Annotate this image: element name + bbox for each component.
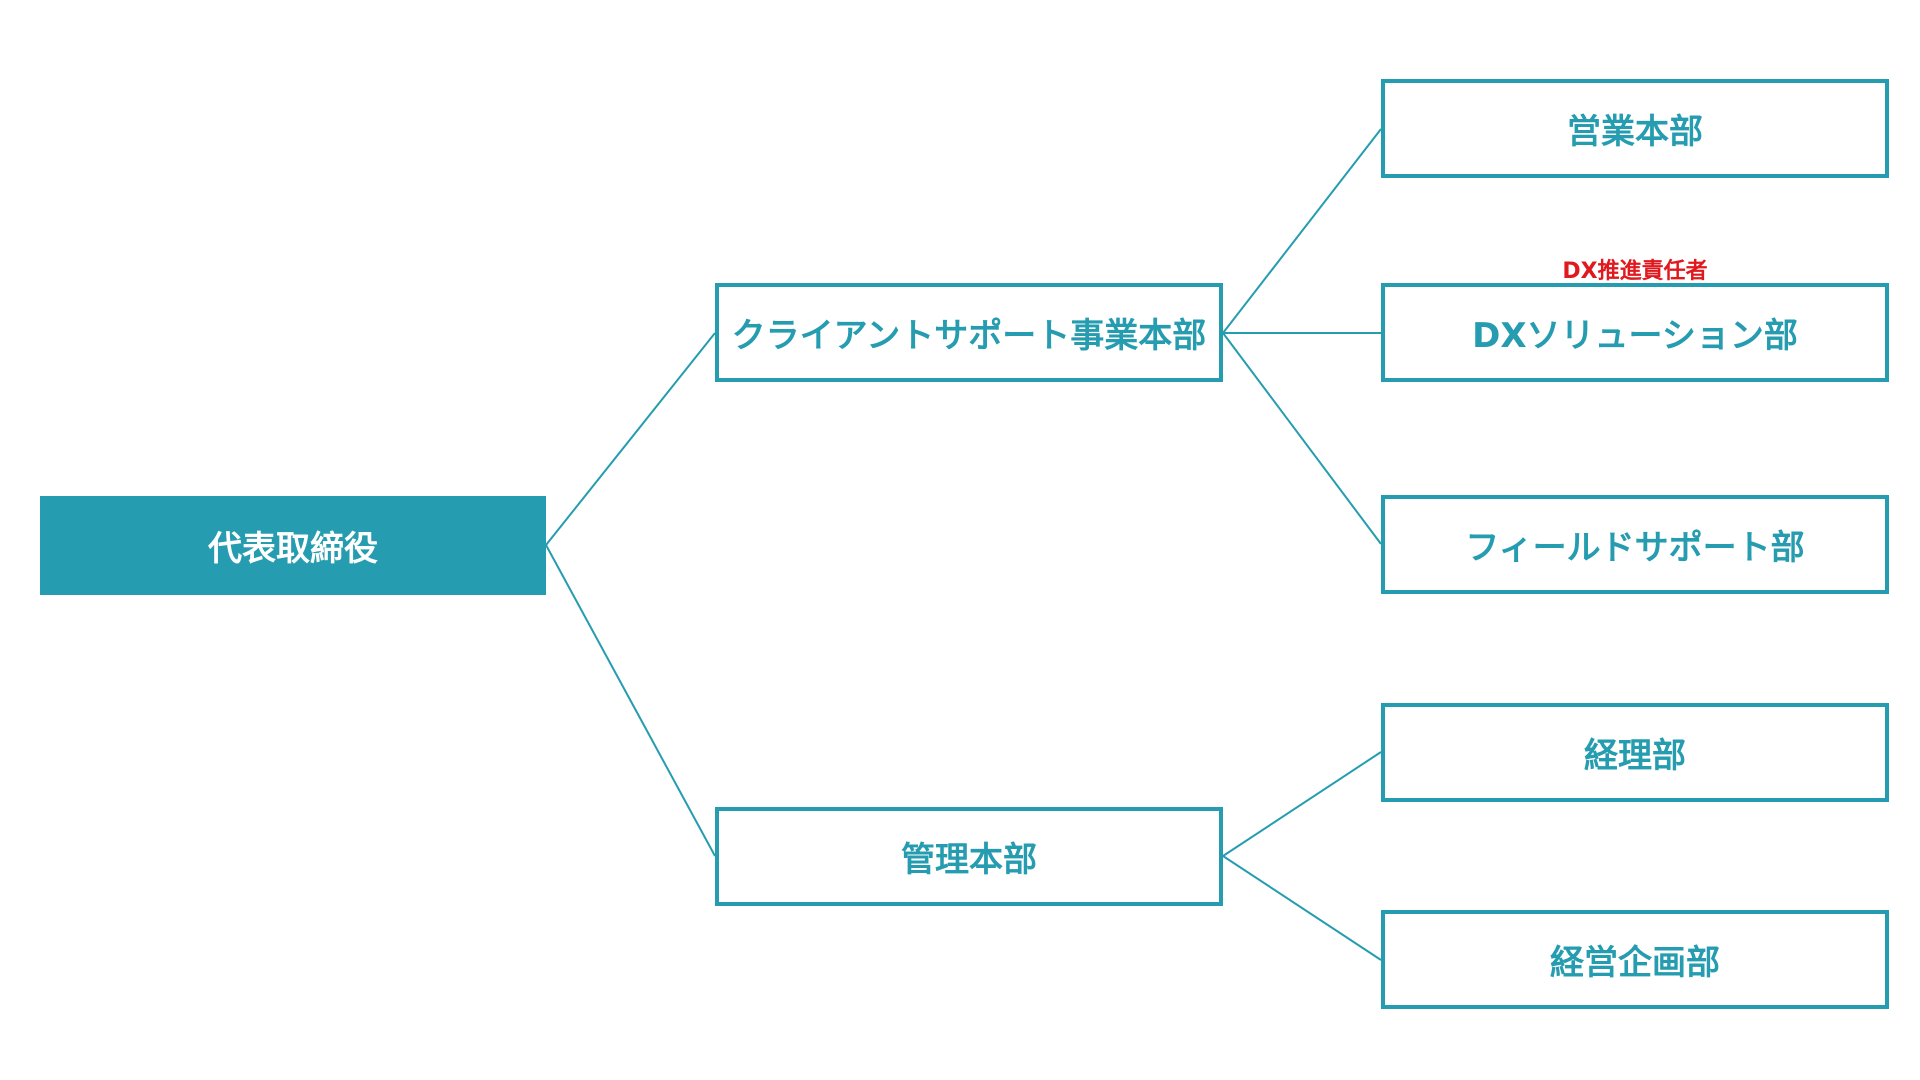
annotation-label: DX推進責任者 (1562, 259, 1708, 284)
connector-root-to-admin (545, 544, 716, 857)
department-node-corporate-planning: 経営企画部 (1381, 910, 1889, 1009)
division-node-administration: 管理本部 (715, 807, 1223, 906)
department-node-sales: 営業本部 (1381, 79, 1889, 178)
division-label: クライアントサポート事業本部 (731, 316, 1207, 356)
connector-root-to-client-support (545, 332, 716, 546)
department-label: フィールドサポート部 (1465, 528, 1805, 568)
connector-client-support-to-field (1222, 332, 1382, 545)
dx-promotion-officer-note: DX推進責任者 (1381, 253, 1889, 285)
root-node-label: 代表取締役 (208, 529, 378, 569)
division-node-client-support: クライアントサポート事業本部 (715, 283, 1223, 382)
department-label: 経理部 (1584, 736, 1686, 776)
connector-admin-to-accounting (1222, 751, 1382, 857)
department-label: 経営企画部 (1550, 943, 1720, 983)
connector-client-support-to-sales (1222, 128, 1382, 334)
department-label: 営業本部 (1567, 112, 1703, 152)
department-node-dx-solution: DXソリューション部 (1381, 283, 1889, 382)
department-node-accounting: 経理部 (1381, 703, 1889, 802)
division-label: 管理本部 (901, 840, 1037, 880)
connector-admin-to-planning (1222, 855, 1382, 961)
department-label: DXソリューション部 (1472, 316, 1798, 356)
root-node-representative-director: 代表取締役 (40, 496, 546, 595)
department-node-field-support: フィールドサポート部 (1381, 495, 1889, 594)
